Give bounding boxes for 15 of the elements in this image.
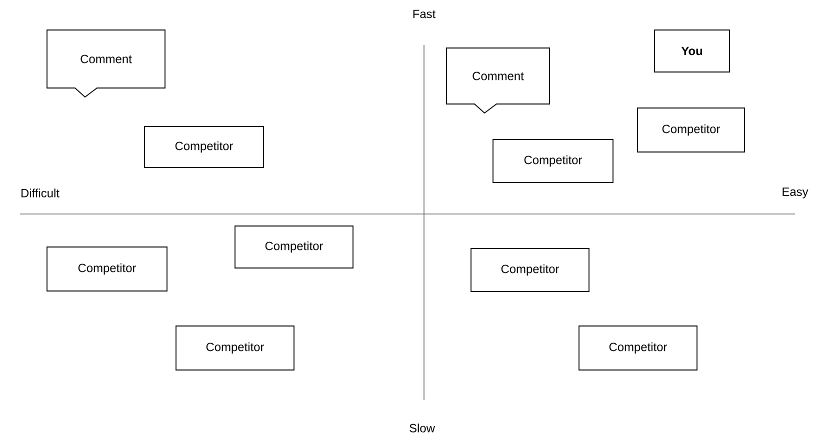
label-box: Competitor [144, 126, 264, 168]
axis-label: Difficult [22, 188, 60, 198]
axis-label: Fast [413, 10, 436, 18]
speech-bubble: Comment [46, 30, 166, 98]
label-box: Competitor [470, 248, 590, 292]
label-box: Competitor [492, 139, 614, 183]
speech-bubble: Comment [446, 48, 550, 114]
label-box: Competitor [46, 246, 168, 292]
axis-label: Easy [782, 188, 808, 198]
label-box: Competitor [578, 326, 698, 370]
label-box: Competitor [176, 326, 294, 370]
label-box: You [654, 30, 730, 72]
label-box: Competitor [234, 226, 354, 268]
label-box: Competitor [637, 108, 745, 152]
axis-label: Slow [410, 424, 435, 432]
